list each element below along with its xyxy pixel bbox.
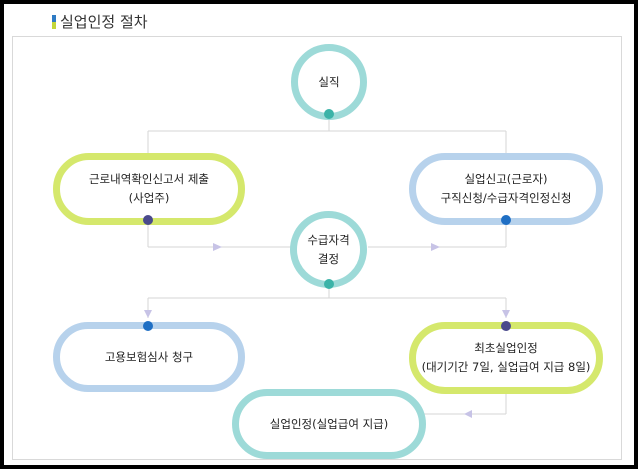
arrow-right-icon (431, 243, 440, 251)
arrow-down-icon (144, 310, 152, 318)
node-eligibility-line2: 결정 (317, 251, 340, 266)
node-employer-report-line1: 근로내역확인신고서 제출 (88, 172, 210, 186)
arrow-down-icon (502, 310, 510, 318)
node-eligibility-line1: 수급자격 (307, 232, 350, 247)
node-worker-report-line2: 구직신청/수급자격인정신청 (440, 191, 572, 205)
node-eligibility: 수급자격 결정 (290, 211, 367, 288)
node-worker-report-line1: 실업신고(근로자) (464, 172, 548, 186)
connector-dot (501, 215, 511, 225)
node-first-recognition-line2: (대기기간 7일, 실업급여 지급 8일) (421, 360, 591, 374)
title-bullet-icon (52, 14, 56, 29)
connector-dot (501, 321, 511, 331)
node-employer-report-line2: (사업주) (128, 191, 170, 205)
connector-dot (143, 215, 153, 225)
arrow-left-icon (464, 410, 472, 418)
diagram-border (12, 36, 622, 460)
connector-dot (324, 279, 334, 289)
node-first-recognition-line1: 최초실업인정 (474, 341, 538, 355)
node-review-request-label: 고용보험심사 청구 (104, 349, 194, 364)
connector-dot (143, 321, 153, 331)
page-title: 실업인정 절차 (52, 11, 148, 32)
node-recognition-label: 실업인정(실업급여 지급) (269, 416, 389, 431)
page-title-text: 실업인정 절차 (60, 13, 148, 31)
connector-dot (324, 109, 334, 119)
node-review-request: 고용보험심사 청구 (53, 322, 245, 392)
node-first-recognition: 최초실업인정 (대기기간 7일, 실업급여 지급 8일) (409, 322, 603, 394)
node-job-loss-label: 실직 (318, 74, 340, 89)
node-recognition: 실업인정(실업급여 지급) (232, 389, 426, 459)
arrow-right-icon (213, 243, 222, 251)
node-employer-report: 근로내역확인신고서 제출 (사업주) (53, 153, 245, 225)
